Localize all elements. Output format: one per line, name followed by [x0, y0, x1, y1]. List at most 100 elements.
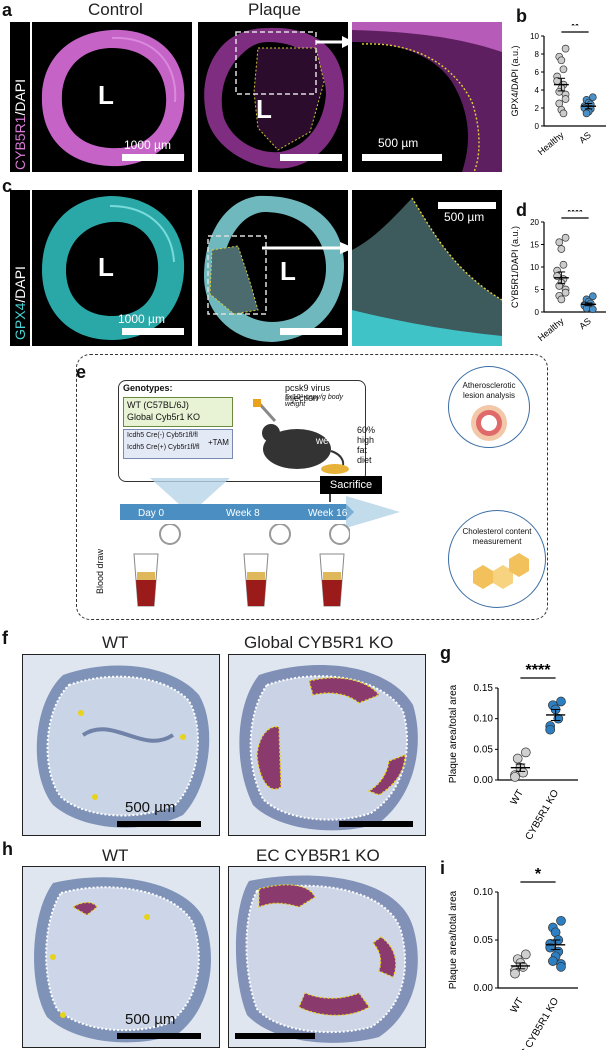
y-tick-label: 6 — [535, 68, 540, 77]
scale-bar — [280, 328, 342, 335]
data-point — [510, 968, 520, 979]
lumen-label: L — [280, 256, 296, 286]
dose-label: 5x10⁹ copy/g body weight — [285, 394, 344, 408]
data-point — [512, 753, 523, 764]
data-point — [588, 93, 597, 102]
lumen-label: L — [256, 94, 272, 124]
genotype-cre-neg: Icdh5 Cre(-) Cyb5r1fl/fl — [127, 432, 198, 439]
zoom-arrow-a — [316, 36, 354, 48]
cholesterol-circle: Cholesterol content measurement — [448, 510, 546, 608]
y-tick-label: 0.15 — [474, 683, 494, 694]
x-tick-label: Healthy — [536, 316, 566, 344]
data-point — [557, 295, 566, 304]
injection-label: pcsk9 virus injection — [285, 383, 331, 403]
lumen-label: L — [98, 252, 114, 282]
stain-label-a: CYB5R1/DAPI — [12, 78, 28, 170]
food-icon — [321, 464, 349, 474]
micrograph-cyb5r1-plaque: L — [198, 22, 348, 172]
tam-label: +TAM — [208, 438, 229, 447]
f-left-title: WT — [102, 633, 129, 652]
data-point — [548, 956, 558, 966]
scale-bar — [235, 1033, 315, 1039]
timeline-week16: Week 16 — [308, 508, 348, 519]
micrograph-gpx4-control: L 1000 µm — [32, 190, 192, 346]
y-tick-label: 4 — [535, 86, 540, 95]
scale-label: 500 µm — [444, 210, 485, 224]
y-tick-label: 0 — [535, 308, 540, 317]
lesion-analysis-circle: Atherosclerotic lesion analysis — [448, 366, 530, 448]
data-point — [559, 109, 568, 118]
vessel-ring-cyb5r1-plaque — [204, 27, 344, 169]
zoom-tissue-gpx4 — [352, 197, 502, 346]
he-tissue-wt-ec — [34, 877, 212, 1043]
y-axis-label: GPX4/DAPI (a.u.) — [510, 45, 520, 116]
data-point — [556, 915, 566, 926]
data-point — [555, 99, 564, 108]
cholesterol-molecule-icon — [473, 553, 529, 589]
timeline-graphic — [120, 478, 400, 528]
stain-label-bar-c: GPX4/DAPI — [10, 190, 30, 346]
syringe-icon — [253, 399, 261, 407]
chol-label-2: measurement — [472, 537, 522, 546]
lesion-label-1: Atherosclerotic — [462, 381, 516, 390]
h-left-title: WT — [102, 846, 129, 865]
y-axis-label: Plaque area/total area — [448, 890, 459, 989]
panel-letter-c: c — [2, 176, 13, 196]
panel-letter-i: i — [440, 858, 446, 878]
y-tick-label: 10 — [530, 263, 539, 272]
blood-draw-label: Blood draw — [95, 548, 105, 594]
y-tick-label: 0.10 — [474, 714, 494, 725]
chol-label-1: Cholesterol content — [462, 527, 532, 536]
blood-tube-icon — [243, 553, 269, 607]
scale-bar — [280, 154, 342, 161]
x-tick-label: CYB5R1 KO — [524, 788, 562, 840]
scale-label: 500 µm — [125, 799, 176, 816]
y-tick-label: 8 — [535, 50, 540, 59]
x-tick-label: AS — [577, 316, 593, 331]
scale-label: 500 µm — [378, 136, 419, 150]
scale-bar — [362, 154, 442, 161]
panel-letter-b: b — [516, 6, 527, 26]
panel-letter-d: d — [516, 200, 527, 220]
data-point — [561, 44, 570, 53]
data-point — [545, 724, 556, 735]
panel-letter-f: f — [2, 628, 8, 648]
panel-letter-a: a — [2, 0, 13, 20]
y-tick-label: 20 — [530, 218, 539, 227]
data-point — [561, 288, 570, 297]
y-tick-label: 10 — [530, 32, 539, 41]
he-wt-ec: 500 µm — [22, 866, 220, 1048]
genotypes-title: Genotypes: — [123, 383, 173, 393]
micrograph-gpx4-plaque: L — [198, 190, 348, 346]
he-ec-ko — [228, 866, 426, 1048]
schematic-frame — [76, 354, 548, 620]
data-point — [557, 245, 566, 253]
he-tissue-ec-ko — [235, 875, 418, 1043]
data-point — [561, 233, 570, 242]
he-tissue-global-ko — [239, 665, 418, 831]
h-right-title: EC CYB5R1 KO — [256, 846, 380, 865]
significance-label: * — [535, 868, 542, 883]
data-point — [555, 238, 564, 247]
stain-label-c: GPX4/DAPI — [12, 266, 28, 340]
genotype-box: Genotypes: WT (C57BL/6J) Global Cyb5r1 K… — [118, 380, 375, 482]
x-tick-label: WT — [509, 996, 526, 1015]
timeline-week8: Week 8 — [226, 508, 260, 519]
data-point — [556, 696, 566, 707]
scale-bar — [339, 821, 413, 827]
y-tick-label: 5 — [535, 286, 540, 295]
x-tick-label: AS — [577, 130, 593, 145]
scale-bar — [117, 1033, 201, 1039]
zoom-tissue-cyb5r1 — [352, 22, 502, 172]
data-point — [520, 949, 531, 960]
blood-tubes — [133, 524, 350, 607]
scale-bar — [117, 821, 201, 827]
micrograph-cyb5r1-control: L 1000 µm — [32, 22, 192, 172]
